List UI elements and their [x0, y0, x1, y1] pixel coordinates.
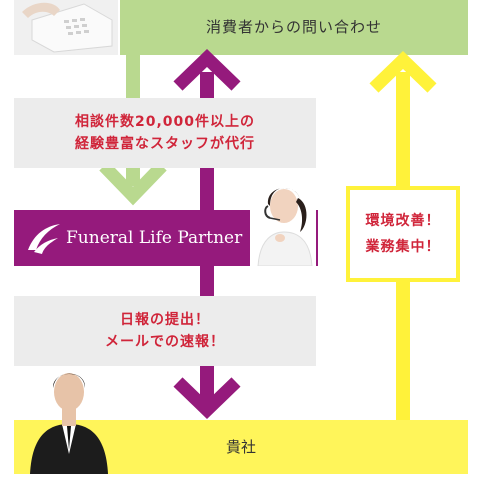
staff-person-photo	[28, 358, 110, 474]
report-line-1: 日報の提出！	[120, 312, 210, 328]
improvement-text: 環境改善！ 業務集中！	[346, 186, 460, 282]
telephone-photo	[14, 0, 118, 55]
report-text: 日報の提出！ メールでの速報！	[14, 296, 316, 366]
report-line-2: メールでの速報！	[105, 334, 225, 350]
consumer-bar	[120, 0, 468, 55]
purple-up-arrow	[173, 48, 241, 210]
yellow-up-arrow	[369, 50, 437, 420]
brand-name: Funeral Life Partner	[66, 228, 243, 248]
support-text: 相談件数20,000件以上の 経験豊富なスタッフが代行	[14, 98, 316, 168]
brand-swoosh-logo	[24, 220, 62, 256]
consumer-label: 消費者からの問い合わせ	[205, 18, 382, 36]
improvement-line-1: 環境改善！	[365, 213, 441, 229]
green-down-arrow	[99, 55, 167, 206]
report-box	[14, 296, 316, 366]
support-line-2: 経験豊富なスタッフが代行	[75, 136, 255, 152]
support-line-1: 相談件数20,000件以上の	[74, 114, 256, 130]
improvement-line-2: 業務集中！	[365, 239, 441, 255]
client-label: 貴社	[225, 438, 256, 456]
purple-down-arrow	[173, 266, 241, 420]
operator-headset-photo	[250, 176, 316, 267]
support-box	[14, 98, 316, 168]
improvement-box	[346, 186, 460, 282]
